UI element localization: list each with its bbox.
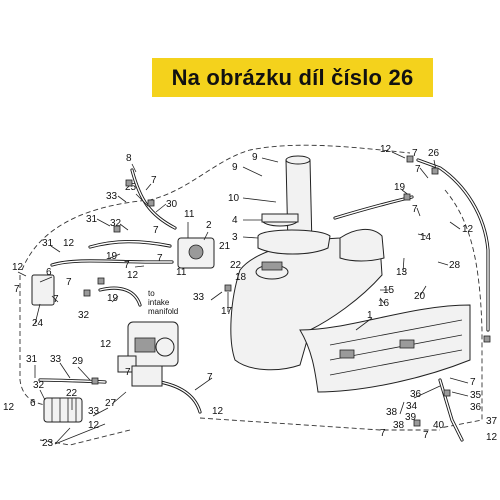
callout: 13: [396, 267, 408, 278]
callout: 25: [125, 182, 137, 193]
callout: 7: [423, 430, 429, 441]
callout: 3: [232, 232, 238, 243]
callout: 6: [30, 398, 36, 409]
callout: 9: [252, 152, 258, 163]
carburetor: [117, 321, 179, 387]
callout: 12: [88, 420, 100, 431]
callout: 11: [176, 267, 187, 278]
callout: 12: [12, 262, 24, 273]
callout: 12: [100, 339, 112, 350]
callout: 12: [380, 144, 392, 155]
callout: 21: [219, 241, 231, 252]
callout: 7: [415, 164, 421, 175]
callout: 11: [184, 209, 195, 220]
callout: 12: [63, 238, 75, 249]
callout: 27: [105, 398, 117, 409]
callout: 19: [394, 182, 406, 193]
callout: 12: [212, 406, 224, 417]
callout: 39: [405, 412, 417, 423]
fuel-hoses: [38, 158, 490, 442]
callout: 32: [110, 218, 122, 229]
callout: 31: [26, 354, 38, 365]
callout: 7: [380, 428, 386, 439]
callout: 7: [157, 253, 163, 264]
callout: 36: [410, 389, 422, 400]
callout: 34: [406, 401, 418, 412]
callout: 20: [414, 291, 426, 302]
callout: 31: [42, 238, 54, 249]
callout: 24: [32, 318, 44, 329]
callout: 33: [88, 406, 100, 417]
callout: 32: [33, 380, 45, 391]
callout: 12: [462, 224, 474, 235]
callout: 38: [386, 407, 398, 418]
callout: 10: [228, 193, 240, 204]
note-line-2: intake: [148, 298, 170, 307]
callout: 23: [42, 438, 54, 449]
callout: 33: [50, 354, 62, 365]
filler-neck: [257, 155, 331, 255]
callout: 2: [206, 220, 212, 231]
fuel-filter: [43, 397, 83, 423]
callout: 7: [14, 284, 20, 295]
callout: 18: [235, 272, 247, 283]
banner-title: Na obrázku díl číslo 26: [171, 64, 414, 90]
callout: 33: [106, 191, 118, 202]
callout: 29: [72, 356, 84, 367]
callout: 31: [86, 214, 98, 225]
callout: 19: [107, 293, 119, 304]
callout: 28: [449, 260, 461, 271]
callout: 36: [470, 402, 482, 413]
callout: 7: [412, 204, 418, 215]
callout: 22: [66, 388, 78, 399]
note-line-1: to: [148, 289, 155, 298]
callout: 7: [151, 175, 157, 186]
callout: 7: [470, 377, 476, 388]
callout: 19: [106, 251, 118, 262]
callout: 7: [153, 225, 159, 236]
callout: 4: [232, 215, 238, 226]
callout: 32: [78, 310, 90, 321]
callout: 22: [230, 260, 242, 271]
callout: 15: [383, 285, 395, 296]
callout: 7: [124, 260, 130, 271]
note-line-3: manifold: [148, 307, 178, 316]
callout: 17: [221, 306, 233, 317]
callout: 9: [232, 162, 238, 173]
callout: 12: [127, 270, 139, 281]
hose-clamps: [83, 155, 491, 427]
callout: 1: [367, 310, 373, 321]
callout: 7: [66, 277, 72, 288]
callout: 8: [126, 153, 132, 164]
callout: 30: [166, 199, 178, 210]
intake-manifold-note: to intake manifold: [148, 289, 178, 316]
banner: Na obrázku díl číslo 26: [152, 58, 433, 97]
callout: 14: [420, 232, 432, 243]
callout: 7: [125, 367, 131, 378]
callout: 7: [207, 372, 213, 383]
callout: 35: [470, 390, 482, 401]
callout: 12: [486, 432, 498, 443]
callout: 40: [433, 420, 445, 431]
callout: 12: [3, 402, 15, 413]
callout: 38: [393, 420, 405, 431]
callout: 7: [412, 148, 418, 159]
callout: 6: [46, 267, 52, 278]
callout: 16: [378, 298, 390, 309]
fuel-pump: [31, 237, 215, 306]
leader-lines: [17, 151, 469, 445]
callout-labels: 12 7 26 7 19 7 12 9 9 10 4 3 14 13 28 20…: [3, 144, 498, 449]
dashed-hose-routes: [19, 144, 483, 446]
callout: 37: [486, 416, 498, 427]
fuel-tank: [230, 229, 471, 393]
callout: 26: [428, 148, 440, 159]
callout: 33: [193, 292, 205, 303]
